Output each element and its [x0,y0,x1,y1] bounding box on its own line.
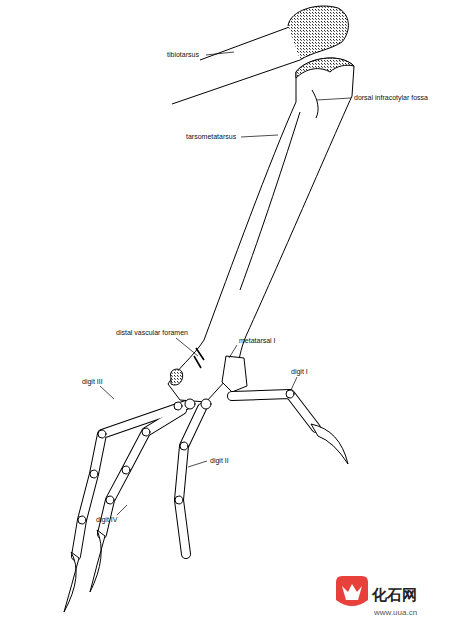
bone-label: dorsal infracotylar fossa [354,94,428,101]
digit-label: digit IV [96,516,117,523]
claws [64,424,348,612]
bone-label: tibiotarsus [167,51,199,58]
digit-label: digit II [210,457,229,464]
digit-bones [76,390,316,556]
leader-lines [100,52,351,515]
digit-label: digit III [82,378,103,385]
bone-label: metatarsal I [239,337,276,344]
bone-label: tarsometatarsus [186,133,236,140]
watermark-text: 化石网 [372,588,417,603]
tarsometatarsus-bone [168,58,354,402]
watermark-url: www.uua.cn [374,609,417,617]
watermark-icon [336,576,368,606]
metatarsal-i-bone [222,356,247,392]
digit-label: digit I [291,368,308,375]
feature-label: distal vascular foramen [116,329,188,336]
